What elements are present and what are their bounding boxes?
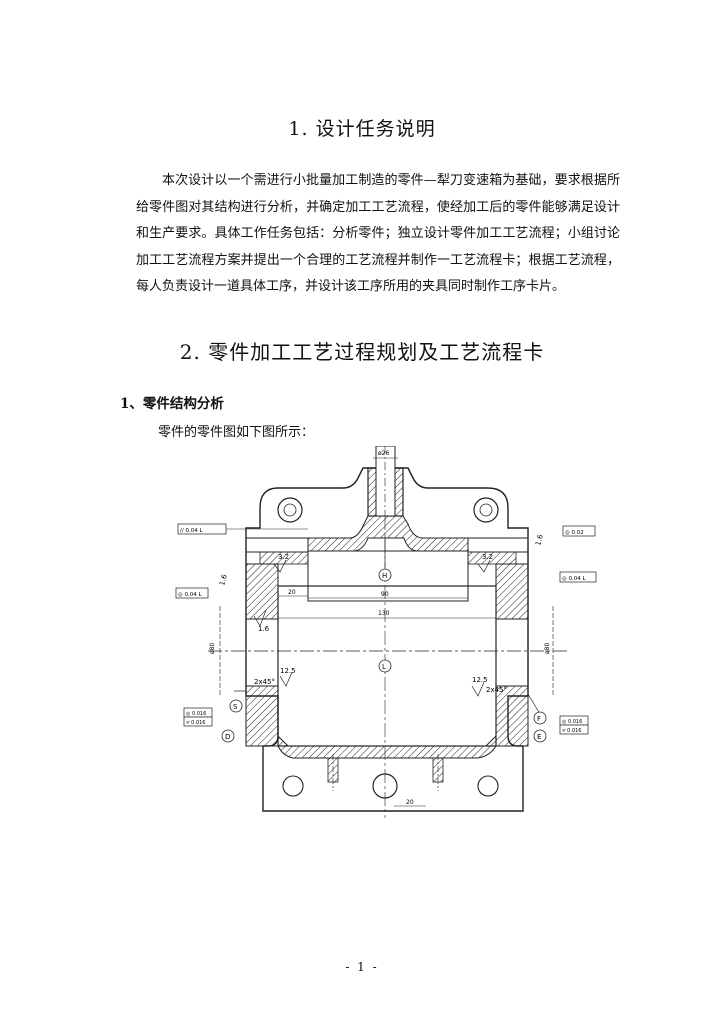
section-1-paragraph: 本次设计以一个需进行小批量加工制造的零件—犁刀变速箱为基础，要求根据所给零件图对… <box>136 168 620 301</box>
fcf-left-mid: ◎ 0.04 L <box>178 592 203 598</box>
fcf-right-low-2: ⌭ 0.016 <box>562 728 582 734</box>
datum-F: F <box>537 715 541 723</box>
dim-130: 130 <box>378 610 390 617</box>
fcf-top-right: ◎ 0.02 <box>565 530 584 536</box>
roughness-125-right: 12.5 <box>472 676 488 684</box>
dim-20: 20 <box>288 589 296 596</box>
dim-90: 90 <box>381 591 389 598</box>
gearbox-housing-drawing: ø26 20 90 130 20 ø80 ø80 3.2 3.2 1.6 <box>175 446 597 818</box>
fcf-top-left: // 0.04 L <box>180 528 203 534</box>
dim-20-bottom: 20 <box>406 799 414 806</box>
roughness-right: 3.2 <box>482 553 493 561</box>
roughness-16-left: 1.6 <box>218 573 229 586</box>
dim-dia-left: ø80 <box>209 643 216 654</box>
right-lower-section <box>495 685 529 747</box>
page-number: - 1 - <box>345 960 379 974</box>
datum-H: H <box>382 572 387 580</box>
chamfer-left: 2x45° <box>254 678 275 686</box>
left-lower-section <box>245 685 279 747</box>
datum-D: D <box>225 733 230 741</box>
subsection-title: 1、零件结构分析 <box>120 396 224 412</box>
bottom-hole <box>372 773 398 799</box>
section-2-title: 2. 零件加工工艺过程规划及工艺流程卡 <box>179 340 545 364</box>
bolt-hole <box>277 497 303 523</box>
bolt-hole <box>473 497 499 523</box>
top-wall-section <box>307 515 469 552</box>
right-wall-section <box>495 563 529 620</box>
bolt-hole <box>477 775 499 797</box>
fcf-right-mid: ◎ 0.04 L <box>562 576 587 582</box>
bottom-wall-section <box>277 734 497 759</box>
fcf-left-low: ◎ 0.016 <box>186 711 206 717</box>
section-1-title: 1. 设计任务说明 <box>288 118 436 140</box>
roughness-16-right: 1.6 <box>534 533 545 546</box>
part-drawing: ø26 20 90 130 20 ø80 ø80 3.2 3.2 1.6 <box>168 446 598 818</box>
chamfer-right: 2x45° <box>486 686 507 694</box>
fcf-right-low: ◎ 0.016 <box>562 719 582 725</box>
fcf-left-low-2: ⌭ 0.016 <box>186 720 206 726</box>
figure-caption: 零件的零件图如下图所示： <box>158 425 315 440</box>
datum-E: E <box>537 733 541 741</box>
datum-L: L <box>382 663 386 671</box>
dim-top-diameter: ø26 <box>378 450 389 457</box>
roughness-16-bore: 1.6 <box>258 625 270 633</box>
bolt-hole <box>282 775 304 797</box>
task-description-text: 本次设计以一个需进行小批量加工制造的零件—犁刀变速箱为基础，要求根据所给零件图对… <box>136 173 620 294</box>
datum-S: S <box>233 703 238 711</box>
roughness-left: 3.2 <box>278 553 289 561</box>
roughness-125-left: 12.5 <box>280 667 296 675</box>
dim-dia-right: ø80 <box>544 643 551 654</box>
left-wall-section <box>245 563 279 620</box>
